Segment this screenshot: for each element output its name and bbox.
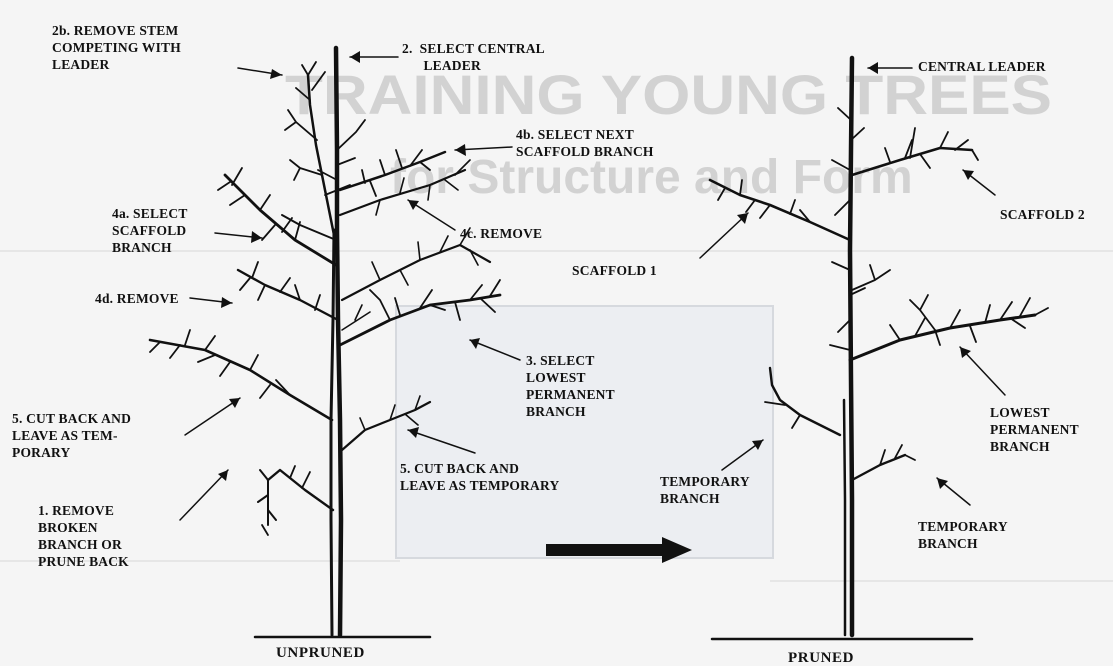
- label-lowest-permanent-branch: LOWEST PERMANENT BRANCH: [990, 404, 1079, 455]
- label-scaffold-2: SCAFFOLD 2: [1000, 206, 1085, 223]
- label-cut-back-temporary-left: 5. CUT BACK AND LEAVE AS TEM- PORARY: [12, 410, 131, 461]
- label-select-central-leader: 2. SELECT CENTRAL LEADER: [402, 40, 545, 74]
- label-temporary-branch-right: TEMPORARY BRANCH: [918, 518, 1008, 552]
- label-temporary-branch-left: TEMPORARY BRANCH: [660, 473, 750, 507]
- label-scaffold-1: SCAFFOLD 1: [572, 262, 657, 279]
- label-remove-4c: 4c. REMOVE: [460, 225, 542, 242]
- label-select-next-scaffold: 4b. SELECT NEXT SCAFFOLD BRANCH: [516, 126, 654, 160]
- label-cut-back-temporary-right: 5. CUT BACK AND LEAVE AS TEMPORARY: [400, 460, 559, 494]
- label-central-leader: CENTRAL LEADER: [918, 58, 1046, 75]
- transition-arrow-icon: [546, 537, 692, 563]
- caption-unpruned: UNPRUNED: [276, 645, 365, 662]
- unpruned-tree: [150, 48, 500, 637]
- label-select-lowest-permanent: 3. SELECT LOWEST PERMANENT BRANCH: [526, 352, 615, 420]
- label-select-scaffold-branch: 4a. SELECT SCAFFOLD BRANCH: [112, 205, 188, 256]
- label-remove-broken-branch: 1. REMOVE BROKEN BRANCH OR PRUNE BACK: [38, 502, 129, 570]
- caption-pruned: PRUNED: [788, 650, 854, 666]
- label-remove-4d: 4d. REMOVE: [95, 290, 179, 307]
- label-remove-competing-stem: 2b. REMOVE STEM COMPETING WITH LEADER: [52, 22, 181, 73]
